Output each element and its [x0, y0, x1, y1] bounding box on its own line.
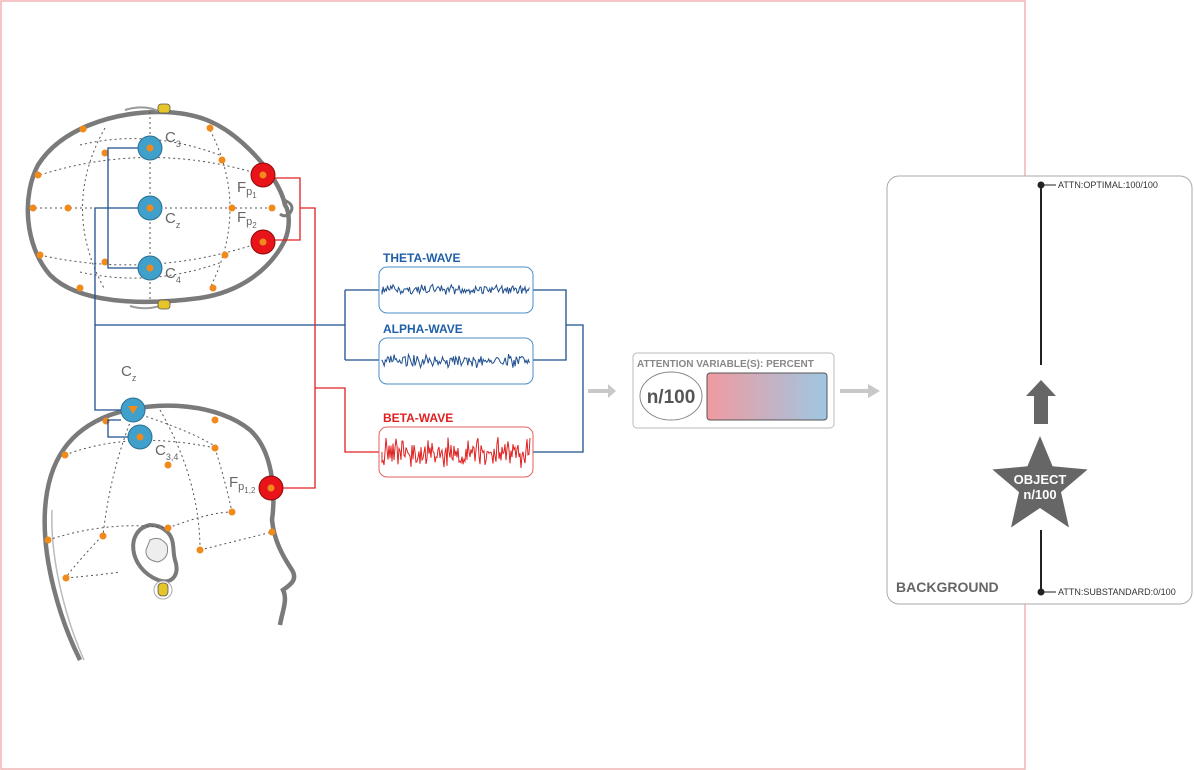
arrow-right-icon — [840, 384, 880, 398]
wire-blue-split — [344, 289, 379, 361]
attention-gradient-bar — [706, 372, 828, 421]
top-ground-electrodes — [157, 103, 171, 310]
background-label: BACKGROUND — [896, 579, 999, 595]
theta-wave-label: THETA-WAVE — [383, 251, 461, 265]
top-blue-electrodes — [137, 135, 163, 281]
canvas-frame — [0, 0, 1026, 770]
wire-cz-bus — [94, 207, 345, 326]
label-side-c34: C3,4 — [155, 442, 178, 462]
alpha-wave-signal — [381, 352, 530, 370]
attention-title: ATTENTION VARIABLE(S): PERCENT — [637, 359, 814, 370]
theta-wave-signal — [381, 283, 530, 296]
wires — [94, 147, 584, 489]
wire-blue-merge — [533, 289, 584, 453]
object-star-icon — [992, 436, 1088, 528]
label-cz: Cz — [165, 210, 181, 230]
top-red-electrodes — [250, 162, 276, 255]
wire-fp1-fp2 — [275, 177, 301, 241]
beta-wave-label: BETA-WAVE — [383, 411, 453, 425]
wire-fp-bus — [283, 207, 316, 489]
flow-arrows — [588, 384, 880, 398]
screen-panel: BACKGROUND ATTN:OPTIMAL:100/100 ATTN:SUB… — [886, 175, 1193, 605]
top-head-outline — [25, 109, 291, 305]
ground-icon — [157, 299, 171, 310]
attention-value: n/100 — [647, 387, 696, 408]
top-head-nose — [279, 198, 294, 218]
up-arrow-icon — [1026, 380, 1056, 424]
wave-panels: THETA-WAVE ALPHA-WAVE BETA-WAVE — [378, 251, 534, 478]
attn-optimal-label: ATTN:OPTIMAL:100/100 — [1058, 180, 1158, 190]
object-value: n/100 — [1023, 487, 1056, 502]
attention-value-oval — [639, 371, 703, 421]
side-head-points — [44, 416, 276, 582]
label-fp2: Fp2 — [237, 209, 257, 230]
beta-wave-signal — [381, 437, 531, 469]
alpha-wave-label: ALPHA-WAVE — [383, 322, 463, 336]
ground-icon — [157, 582, 169, 597]
top-view-head: C3 Cz C4 Fp1 Fp2 — [25, 103, 294, 310]
side-view-head: Cz C3,4 Fp1,2 — [42, 363, 297, 662]
alpha-wave-box — [378, 337, 534, 385]
object-label: OBJECT — [1014, 472, 1067, 487]
attention-panel: ATTENTION VARIABLE(S): PERCENT n/100 — [632, 352, 835, 429]
wire-side-cz — [94, 325, 121, 411]
label-side-fp12: Fp1,2 — [229, 474, 256, 495]
label-fp1: Fp1 — [237, 179, 257, 200]
label-c4: C4 — [165, 265, 181, 285]
label-side-cz: Cz — [121, 363, 137, 383]
side-head-outline — [42, 403, 297, 662]
wire-red-beta — [315, 387, 379, 453]
attn-substandard-label: ATTN:SUBSTANDARD:0/100 — [1058, 587, 1176, 597]
arrow-right-icon — [588, 384, 616, 398]
label-c3: C3 — [165, 129, 181, 149]
ground-icon — [157, 103, 171, 114]
